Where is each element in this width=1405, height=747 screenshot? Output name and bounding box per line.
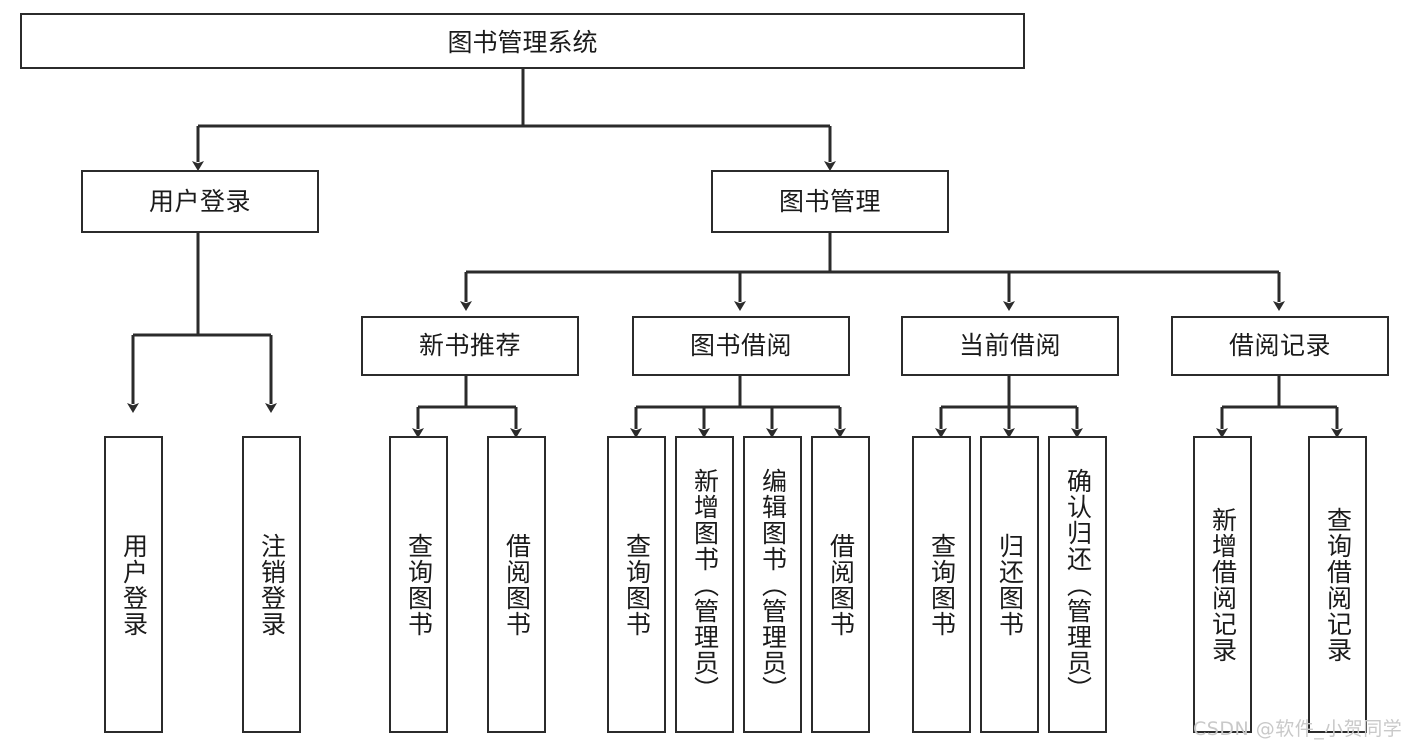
leaf-confirm-return-admin[interactable]: 确认归还（管理员） [1048, 436, 1107, 733]
leaf-borrow-book[interactable]: 借阅图书 [811, 436, 870, 733]
leaf-borrow-book-new[interactable]: 借阅图书 [487, 436, 546, 733]
node-book-borrow[interactable]: 图书借阅 [632, 316, 850, 376]
leaf-add-borrow-record[interactable]: 新增借阅记录 [1193, 436, 1252, 733]
leaf-add-book-admin[interactable]: 新增图书（管理员） [675, 436, 734, 733]
node-book-management[interactable]: 图书管理 [711, 170, 949, 233]
node-current-borrow[interactable]: 当前借阅 [901, 316, 1119, 376]
leaf-query-book-new[interactable]: 查询图书 [389, 436, 448, 733]
node-user-login[interactable]: 用户登录 [81, 170, 319, 233]
leaf-query-borrow-record[interactable]: 查询借阅记录 [1308, 436, 1367, 733]
leaf-edit-book-admin[interactable]: 编辑图书（管理员） [743, 436, 802, 733]
leaf-query-book-current[interactable]: 查询图书 [912, 436, 971, 733]
leaf-user-login[interactable]: 用户登录 [104, 436, 163, 733]
csdn-watermark: CSDN @软件_小贺同学 [1193, 718, 1403, 740]
leaf-return-book[interactable]: 归还图书 [980, 436, 1039, 733]
leaf-query-book-borrow[interactable]: 查询图书 [607, 436, 666, 733]
node-borrow-record[interactable]: 借阅记录 [1171, 316, 1389, 376]
node-root-system[interactable]: 图书管理系统 [20, 13, 1025, 69]
node-new-book-recommend[interactable]: 新书推荐 [361, 316, 579, 376]
leaf-logout[interactable]: 注销登录 [242, 436, 301, 733]
